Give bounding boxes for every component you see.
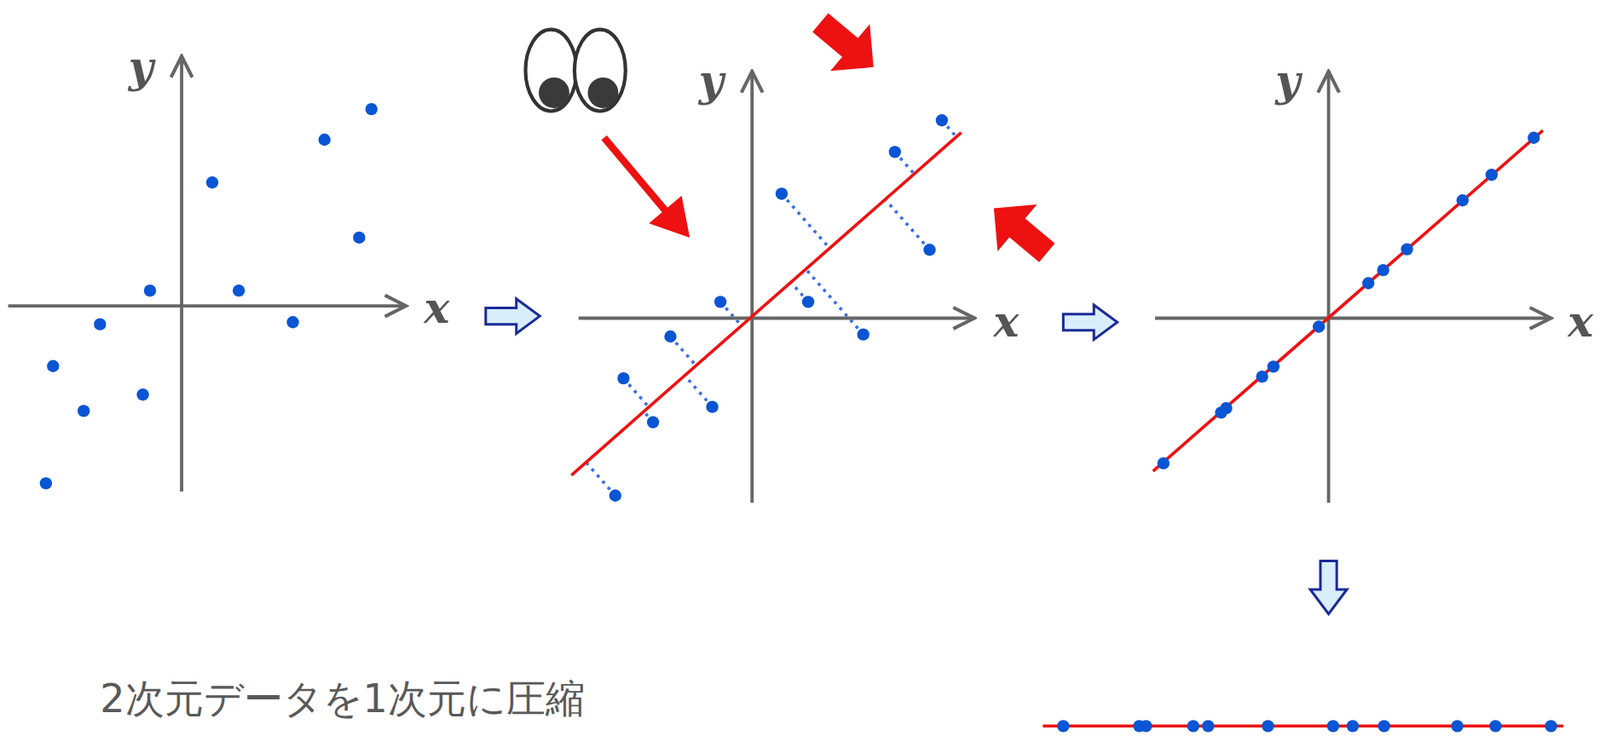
- data-point: [1377, 720, 1390, 733]
- data-point: [144, 284, 156, 297]
- eye: [574, 29, 626, 112]
- data-point: [136, 388, 149, 401]
- pupil: [538, 77, 570, 109]
- rotate-arrow: [800, 0, 894, 91]
- data-point: [317, 133, 330, 146]
- data-point: [365, 103, 378, 116]
- data-point: [1261, 720, 1274, 733]
- data-point: [857, 328, 870, 341]
- illustration-group: [8, 0, 1564, 733]
- data-point: [935, 114, 948, 127]
- data-point: [1157, 457, 1170, 470]
- data-points: [609, 114, 948, 503]
- data-point: [1400, 242, 1413, 255]
- x-axis: [8, 304, 407, 308]
- data-point: [1544, 720, 1557, 733]
- data-point: [1456, 194, 1469, 207]
- data-point: [646, 415, 659, 428]
- data-point: [1527, 132, 1540, 145]
- projection-line: [806, 270, 863, 336]
- data-point: [1057, 720, 1069, 733]
- data-point: [232, 284, 245, 297]
- data-point: [352, 231, 365, 244]
- one-d-axis: [1042, 725, 1564, 729]
- rotate-arrow: [974, 184, 1068, 277]
- step-arrow: [485, 299, 540, 335]
- data-point: [1327, 720, 1340, 733]
- data-point: [705, 400, 718, 413]
- step-arrow: [1062, 305, 1117, 341]
- projection-line: [587, 463, 616, 497]
- caption: 2次元データを1次元に圧縮: [99, 677, 585, 722]
- eyes-icon: [525, 29, 625, 112]
- raw-data-points: [40, 103, 378, 491]
- data-point: [923, 243, 936, 256]
- data-point: [1267, 360, 1280, 373]
- data-point: [775, 187, 788, 200]
- principal-axis: [571, 132, 961, 476]
- step-arrow: [1310, 560, 1347, 614]
- axis-label: y: [1275, 59, 1300, 103]
- data-point: [1450, 720, 1463, 733]
- axis-label: x: [423, 287, 450, 330]
- data-point: [1214, 406, 1227, 419]
- data-point: [46, 360, 59, 373]
- data-point: [1201, 720, 1214, 733]
- x-axis: [578, 317, 975, 321]
- axis-label: x: [993, 300, 1019, 344]
- axis-label: x: [1567, 300, 1594, 344]
- y-axis: [750, 71, 754, 503]
- pupil: [588, 77, 619, 109]
- data-point: [1132, 720, 1145, 733]
- data-point: [1346, 720, 1359, 733]
- data-point: [1255, 370, 1268, 383]
- view-arrow: [604, 138, 674, 221]
- data-point: [77, 404, 90, 417]
- projected-points: [1157, 132, 1541, 470]
- data-point: [286, 316, 299, 329]
- projection-lines: [587, 120, 958, 497]
- data-point: [664, 330, 676, 343]
- data-point: [889, 145, 902, 158]
- x-axis: [1155, 317, 1551, 321]
- axis-label: y: [698, 59, 724, 103]
- data-point: [93, 317, 106, 330]
- data-point: [617, 372, 630, 385]
- data-point: [609, 490, 622, 503]
- data-point: [1187, 720, 1200, 733]
- data-point: [40, 477, 52, 490]
- axis-label: y: [128, 46, 154, 89]
- projection-line: [885, 200, 930, 250]
- data-point: [802, 295, 815, 308]
- y-axis: [1327, 71, 1331, 503]
- eye: [525, 29, 577, 112]
- data-point: [206, 176, 219, 189]
- data-point: [1376, 264, 1389, 277]
- data-point: [1485, 168, 1498, 181]
- data-point: [714, 295, 727, 308]
- y-axis: [179, 56, 184, 492]
- data-point: [1489, 720, 1502, 733]
- principal-axis: [1153, 130, 1543, 472]
- data-point: [1312, 320, 1325, 333]
- view-arrow-head: [648, 196, 690, 238]
- projection-line: [781, 193, 831, 249]
- one-d-points: [1057, 720, 1558, 733]
- data-point: [1362, 277, 1375, 289]
